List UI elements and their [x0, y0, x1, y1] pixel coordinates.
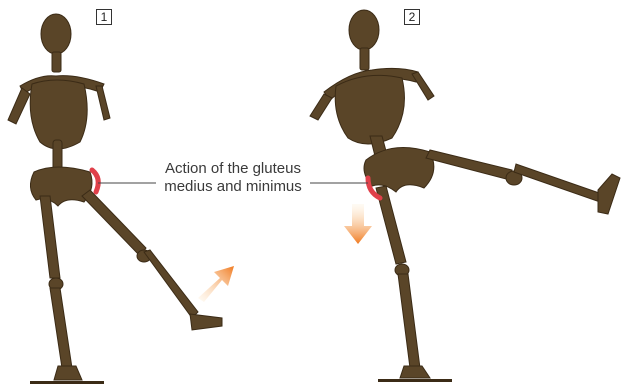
raised-femur: [426, 150, 512, 180]
standing-tibia: [50, 288, 72, 368]
annotation-label: Action of the gluteus medius and minimus: [156, 160, 310, 196]
standing-femur: [40, 196, 60, 278]
skull: [41, 14, 71, 54]
right-upper-arm: [96, 86, 110, 120]
skeleton-1: [8, 14, 222, 380]
raised-femur: [82, 190, 146, 256]
ground-2: [378, 379, 452, 382]
rib-cage: [30, 80, 87, 149]
right-upper-arm: [412, 72, 434, 100]
standing-tibia: [398, 274, 420, 368]
rib-cage: [335, 75, 404, 144]
pelvis: [364, 148, 434, 193]
raised-tibia: [144, 250, 198, 318]
arrow-down-icon: [344, 204, 372, 244]
ground-1: [30, 381, 104, 384]
pelvis: [30, 167, 92, 206]
left-upper-arm: [310, 94, 332, 120]
arrow-up-right-icon: [198, 266, 234, 302]
neck: [360, 48, 369, 70]
skull: [349, 10, 379, 50]
panel-number-1: 1: [96, 9, 112, 25]
standing-foot: [400, 366, 430, 378]
gluteus-highlight-1: [92, 170, 98, 192]
panel-number-2: 2: [404, 9, 420, 25]
left-upper-arm: [8, 88, 30, 124]
raised-foot: [190, 314, 222, 330]
raised-tibia: [514, 164, 602, 202]
skeleton-2: [310, 10, 620, 378]
standing-foot: [54, 366, 82, 380]
raised-foot: [598, 174, 620, 214]
neck: [52, 52, 61, 72]
